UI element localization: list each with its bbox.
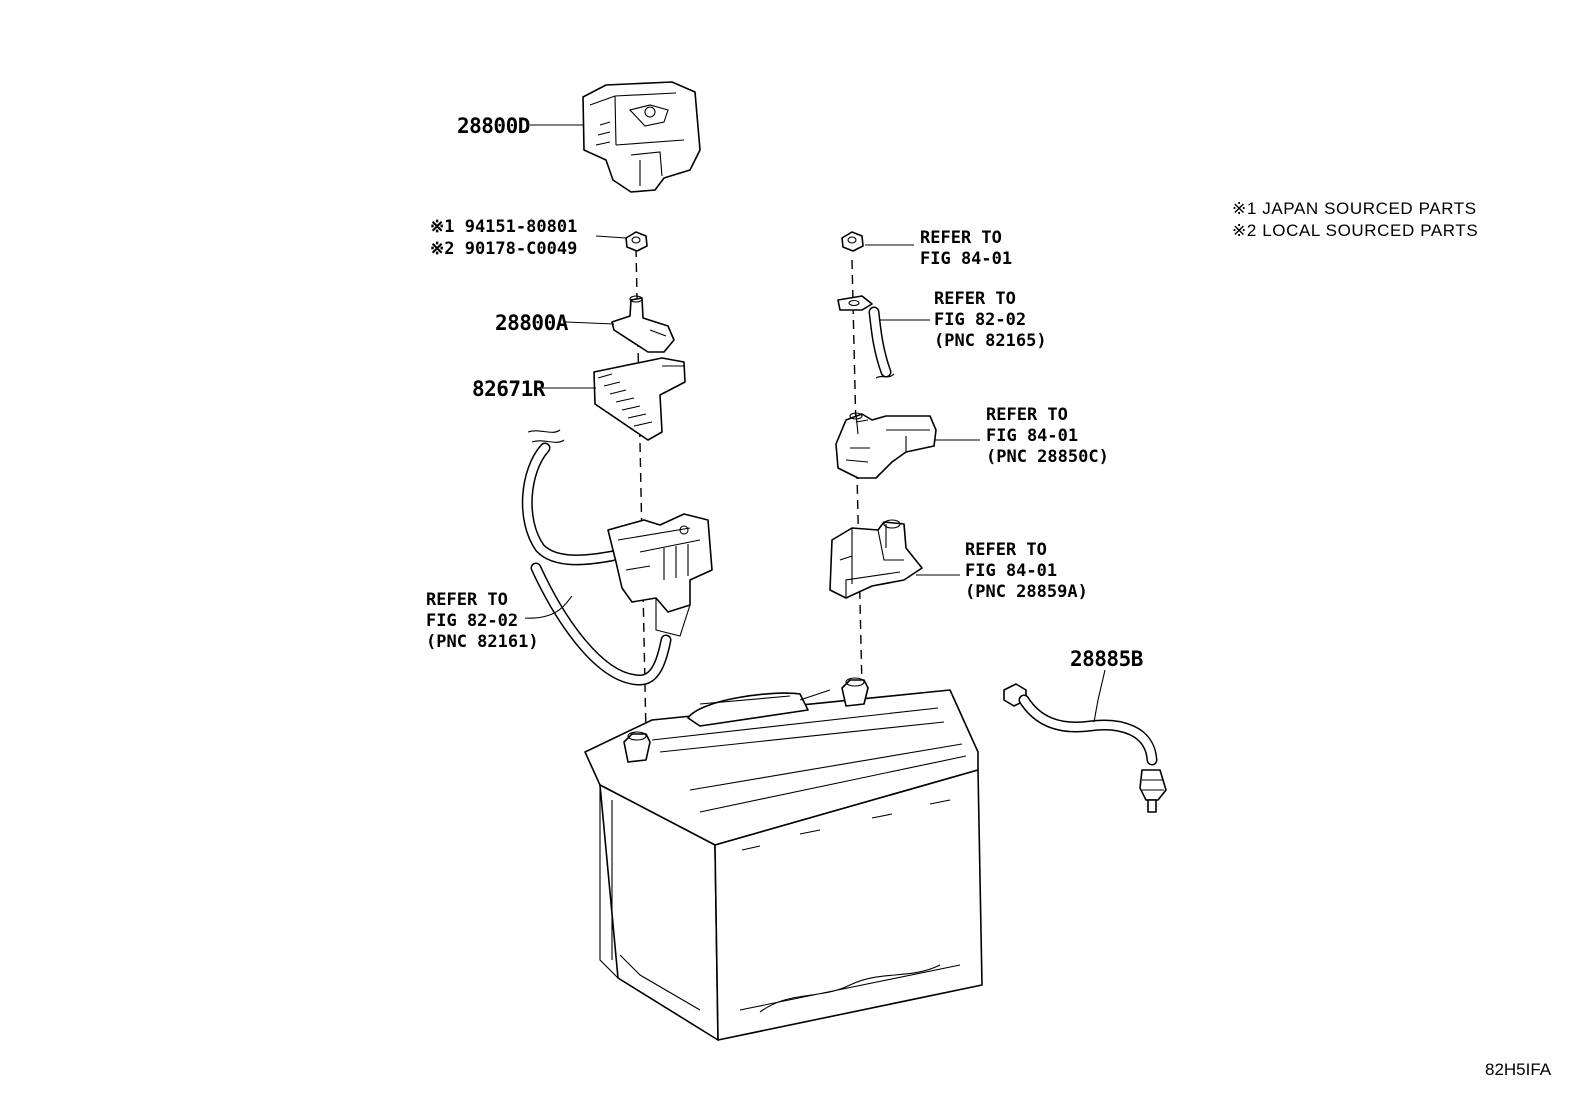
leader-28885B	[1093, 669, 1106, 723]
label-pos-cable-line1: REFER TO	[934, 289, 1016, 309]
leader-nut-left	[595, 235, 627, 239]
label-sensor-line1: REFER TO	[986, 405, 1068, 425]
terminal-28800A	[611, 295, 675, 353]
label-neg-cable-line2: FIG 82-02	[426, 611, 518, 631]
label-82671R: 82671R	[472, 377, 546, 401]
label-neg-cable-line3: (PNC 82161)	[426, 632, 539, 652]
label-bracket-line2: FIG 84-01	[965, 561, 1057, 581]
battery	[584, 677, 983, 1041]
drawing-code: 82H5IFA	[1485, 1060, 1552, 1079]
label-28885B: 28885B	[1070, 647, 1143, 671]
bracket	[829, 519, 923, 599]
label-nut-right-line2: FIG 84-01	[920, 249, 1012, 269]
label-bracket-line1: REFER TO	[965, 540, 1047, 560]
label-bracket-line3: (PNC 28859A)	[965, 582, 1088, 602]
label-pos-cable-line2: FIG 82-02	[934, 310, 1026, 330]
leader-28800A	[565, 321, 615, 325]
current-sensor	[835, 412, 937, 479]
nut-left	[625, 231, 648, 252]
terminal-cover-28800D	[582, 81, 701, 193]
note-local-sourced: ※2 LOCAL SOURCED PARTS	[1232, 221, 1478, 240]
negative-cable	[521, 429, 713, 686]
positive-cable-lug	[837, 295, 895, 379]
leader-negative-cable	[524, 595, 573, 619]
label-nut-right-line1: REFER TO	[920, 228, 1002, 248]
label-28800D: 28800D	[457, 114, 530, 138]
temperature-sensor-28885B	[1003, 683, 1167, 813]
label-sensor-line3: (PNC 28850C)	[986, 447, 1109, 467]
label-nut-japan: ※1 94151-80801	[430, 217, 577, 237]
label-nut-local: ※2 90178-C0049	[430, 239, 577, 259]
label-sensor-line2: FIG 84-01	[986, 426, 1078, 446]
label-28800A: 28800A	[495, 311, 569, 335]
label-pos-cable-line3: (PNC 82165)	[934, 331, 1047, 351]
cover-82671R	[593, 357, 686, 441]
label-neg-cable-line1: REFER TO	[426, 590, 508, 610]
nut-right	[841, 231, 864, 252]
note-japan-sourced: ※1 JAPAN SOURCED PARTS	[1232, 199, 1477, 218]
